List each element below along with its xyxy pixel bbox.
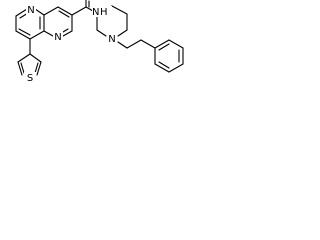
bond [34,62,39,74]
bond [29,30,45,40]
bond [43,6,59,16]
bond [17,53,31,63]
bond [15,8,28,17]
bond [117,41,128,49]
bond [18,28,31,36]
bond [57,6,73,16]
atom-label-n: N [92,7,99,18]
bond [62,30,73,37]
atom-label-n: N [27,5,34,16]
atom-label-n: N [54,32,61,43]
bond [43,30,54,37]
atom-label-n: N [108,34,115,45]
atom-label-s: S [27,73,33,84]
bond [168,63,184,73]
bond [34,8,45,16]
bond [158,61,170,69]
bond [154,63,170,73]
bond [96,29,107,37]
ring-nitrogen-top: N [26,4,36,16]
piperidine-nitrogen: N [107,33,117,45]
bond [20,62,25,74]
bond [158,43,170,51]
bond [58,10,70,18]
bonds [15,0,184,76]
bond [29,53,42,63]
thiophene-sulfur: S [24,72,36,84]
atom-labels: N N N H O S N [24,4,117,84]
bond [168,39,184,49]
ring-nitrogen-bottom: N [53,31,63,43]
bond [154,39,170,49]
bond [36,61,42,76]
bond [62,28,69,33]
bond [71,6,87,16]
bond [126,39,142,49]
atom-label-h: H [100,7,108,18]
amide-nitrogen: N H [92,6,112,18]
bond [111,5,128,15]
bond [117,29,128,37]
molecule-diagram: N N N H O S N [15,0,184,84]
bond [140,39,156,49]
bond [17,61,23,76]
bond [15,30,31,40]
bond [85,6,94,12]
